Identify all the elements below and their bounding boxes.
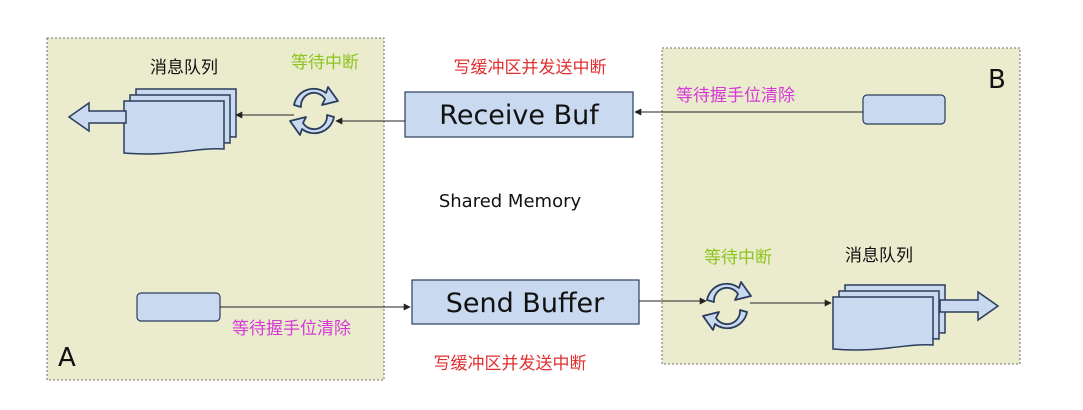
panel-a-label: A <box>58 343 76 373</box>
panel-b-flag-box <box>862 94 946 125</box>
shared-memory-label: Shared Memory <box>439 191 582 212</box>
panel-a-flag-box <box>136 292 221 322</box>
panel-a-output-arrow-icon <box>67 101 127 133</box>
receive-buffer-box <box>404 91 634 138</box>
receive-buffer-note: 写缓冲区并发送中断 <box>454 58 607 78</box>
panel-b-wait-label: 等待中断 <box>704 248 772 268</box>
panel-b-queue-label: 消息队列 <box>845 246 913 266</box>
receive-buffer-label: Receive Buf <box>439 100 600 131</box>
panel-b-label: B <box>988 65 1006 95</box>
panel-a-wait-label: 等待中断 <box>291 53 359 73</box>
send-buffer-note: 写缓冲区并发送中断 <box>434 354 587 374</box>
send-buffer-label: Send Buffer <box>446 288 605 319</box>
panel-b-clear-label: 等待握手位清除 <box>676 86 795 106</box>
panel-b-output-arrow-icon <box>939 290 1000 322</box>
send-buffer-box <box>411 279 640 325</box>
panel-b-message-queue-icon <box>832 284 946 351</box>
panel-a-queue-label: 消息队列 <box>150 58 218 78</box>
panel-a-clear-label: 等待握手位清除 <box>232 319 351 339</box>
panel-a-message-queue-icon <box>123 88 237 155</box>
